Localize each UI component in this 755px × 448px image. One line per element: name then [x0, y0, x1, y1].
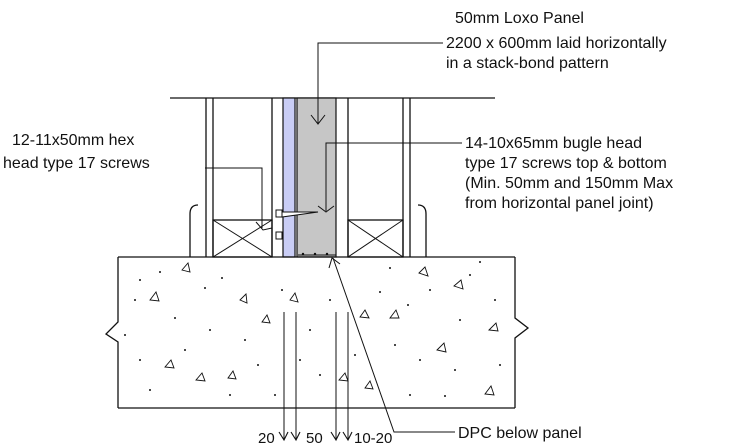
label-panel-size: 2200 x 600mm laid horizontally — [446, 35, 667, 52]
dpc-strip — [298, 252, 336, 256]
dim-50: 50 — [306, 430, 323, 447]
dim-10-20: 10-20 — [354, 430, 392, 447]
leader-panel — [310, 42, 443, 125]
dimension-lines — [283, 312, 349, 440]
leader-dpc — [328, 257, 455, 433]
concrete-dots — [124, 261, 501, 397]
dimension-ticks — [278, 431, 353, 442]
hex-screw-bracket — [275, 209, 319, 240]
leader-bugle-screws — [317, 142, 462, 213]
label-dpc: DPC below panel — [458, 425, 582, 442]
right-wall-studs — [402, 98, 411, 257]
bottom-plate-right — [347, 219, 404, 258]
label-bugle-line1: 14-10x65mm bugle head — [465, 135, 642, 152]
label-bugle-line3: (Min. 50mm and 150mm Max — [465, 175, 673, 192]
label-hex-line2: head type 17 screws — [3, 155, 150, 172]
label-bugle-line4: from horizontal panel joint) — [465, 195, 654, 212]
concrete-aggregate — [149, 262, 499, 396]
dim-20: 20 — [258, 430, 275, 447]
cavity-membrane — [282, 97, 296, 258]
leader-hex-screws — [205, 167, 273, 231]
label-bugle-line2: type 17 screws top & bottom — [465, 155, 667, 172]
label-hex-line1: 12-11x50mm hex — [12, 132, 134, 149]
right-lining-board — [417, 204, 427, 257]
left-wall-studs — [205, 98, 214, 257]
concrete-slab — [104, 256, 530, 409]
label-panel-pattern: in a stack-bond pattern — [446, 55, 609, 72]
bottom-plate-left — [212, 219, 273, 258]
left-lining-board — [189, 204, 199, 257]
label-panel-title: 50mm Loxo Panel — [455, 10, 584, 27]
